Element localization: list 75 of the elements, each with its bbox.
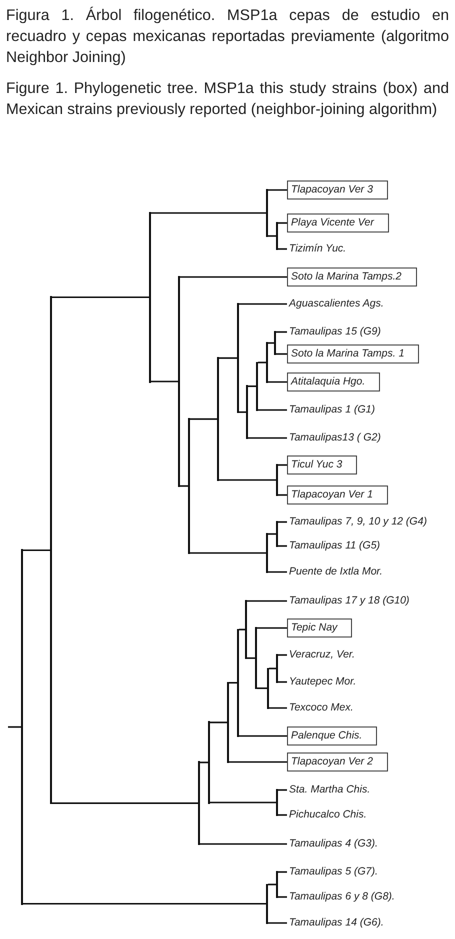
strain-box: Playa Vicente Ver bbox=[287, 214, 389, 232]
branch-line bbox=[248, 385, 256, 388]
figure-caption: Figura 1. Árbol filogenético. MSP1a cepas de estudio en recuadro y cepas mexicanas reportadas previamente (algoritmo Neighbor Joining) bbox=[6, 6, 449, 68]
strain-label: Tamaulipas 7, 9, 10 y 12 (G4) bbox=[287, 514, 429, 530]
branch-line bbox=[278, 248, 287, 250]
branch-line bbox=[278, 654, 287, 656]
strain-label: Tamaulipas 11 (G5) bbox=[287, 538, 382, 554]
strain-label: Tamaulipas 5 (G7). bbox=[287, 864, 380, 880]
branch-line bbox=[151, 212, 266, 214]
branch-line bbox=[258, 362, 266, 364]
branch-line bbox=[268, 342, 274, 344]
branch-line bbox=[268, 533, 276, 535]
branch-line bbox=[190, 552, 266, 554]
branch-line bbox=[278, 681, 287, 683]
branch-line bbox=[52, 802, 198, 804]
branch-line bbox=[151, 380, 178, 382]
branch-line bbox=[278, 545, 287, 547]
branch-line bbox=[269, 668, 276, 670]
strain-box: Tlapacoyan Ver 3 bbox=[287, 180, 388, 200]
branch-line bbox=[180, 276, 287, 278]
strain-label: Tamaulipas 1 (G1) bbox=[287, 402, 377, 418]
branch-line bbox=[239, 411, 246, 413]
strain-box: Atitalaquia Hgo. bbox=[287, 372, 380, 392]
strain-box: Tlapacoyan Ver 2 bbox=[287, 752, 388, 772]
strain-label: Tamaulipas 17 y 18 (G10) bbox=[287, 594, 412, 608]
branch-line bbox=[268, 381, 287, 383]
branch-line bbox=[278, 222, 287, 224]
branch-line bbox=[247, 657, 255, 659]
branch-line bbox=[23, 549, 50, 552]
branch-line bbox=[229, 761, 287, 763]
branch-line bbox=[276, 331, 287, 333]
branch-line bbox=[278, 494, 287, 496]
branch-line bbox=[278, 871, 287, 873]
branch-line bbox=[190, 418, 217, 420]
branch-line bbox=[229, 682, 237, 684]
branch-line bbox=[278, 521, 287, 523]
branch-line bbox=[268, 235, 276, 237]
branch-line bbox=[239, 303, 287, 305]
branch-line bbox=[269, 707, 287, 709]
branch-line bbox=[210, 722, 227, 724]
branch-line bbox=[268, 189, 287, 191]
branch-line bbox=[278, 789, 287, 791]
branch-line bbox=[239, 735, 287, 737]
branch-line bbox=[268, 922, 287, 924]
strain-box: Tepic Nay bbox=[287, 618, 352, 638]
branch-line bbox=[257, 627, 287, 629]
root-branch-line bbox=[8, 726, 21, 728]
strain-box: Soto la Marina Tamps.2 bbox=[287, 268, 417, 286]
branch-line bbox=[52, 296, 149, 298]
strain-box: Ticul Yuc 3 bbox=[287, 456, 358, 474]
branch-line bbox=[219, 479, 276, 481]
branch-line bbox=[180, 485, 188, 487]
strain-box: Palenque Chis. bbox=[287, 726, 378, 746]
branch-line bbox=[268, 884, 276, 886]
strain-box: Tlapacoyan Ver 1 bbox=[287, 486, 388, 504]
strain-box: Soto la Marina Tamps. 1 bbox=[287, 344, 420, 364]
branch-line bbox=[23, 902, 266, 905]
branch-line bbox=[200, 762, 208, 764]
branch-line bbox=[278, 896, 287, 898]
branch-line bbox=[268, 571, 287, 573]
branch-line bbox=[248, 437, 287, 439]
branch-line bbox=[276, 353, 287, 355]
branch-line bbox=[219, 357, 237, 359]
figure-caption: Figure 1. Phylogenetic tree. MSP1a this study strains (box) and Mexican strains previously reported (neighbor-joining algorithm) bbox=[6, 79, 449, 120]
branch-line bbox=[278, 814, 287, 816]
branch-line bbox=[247, 600, 287, 602]
branch-line bbox=[257, 687, 267, 690]
strain-label: Tamaulipas13 ( G2) bbox=[287, 430, 383, 446]
branch-line bbox=[278, 464, 287, 466]
strain-label: Tamaulipas 15 (G9) bbox=[287, 324, 383, 340]
branch-line bbox=[258, 409, 287, 411]
branch-line bbox=[210, 802, 276, 804]
strain-label: Tamaulipas 4 (G3). bbox=[287, 836, 380, 852]
branch-line bbox=[200, 843, 287, 845]
branch-line bbox=[239, 628, 245, 630]
